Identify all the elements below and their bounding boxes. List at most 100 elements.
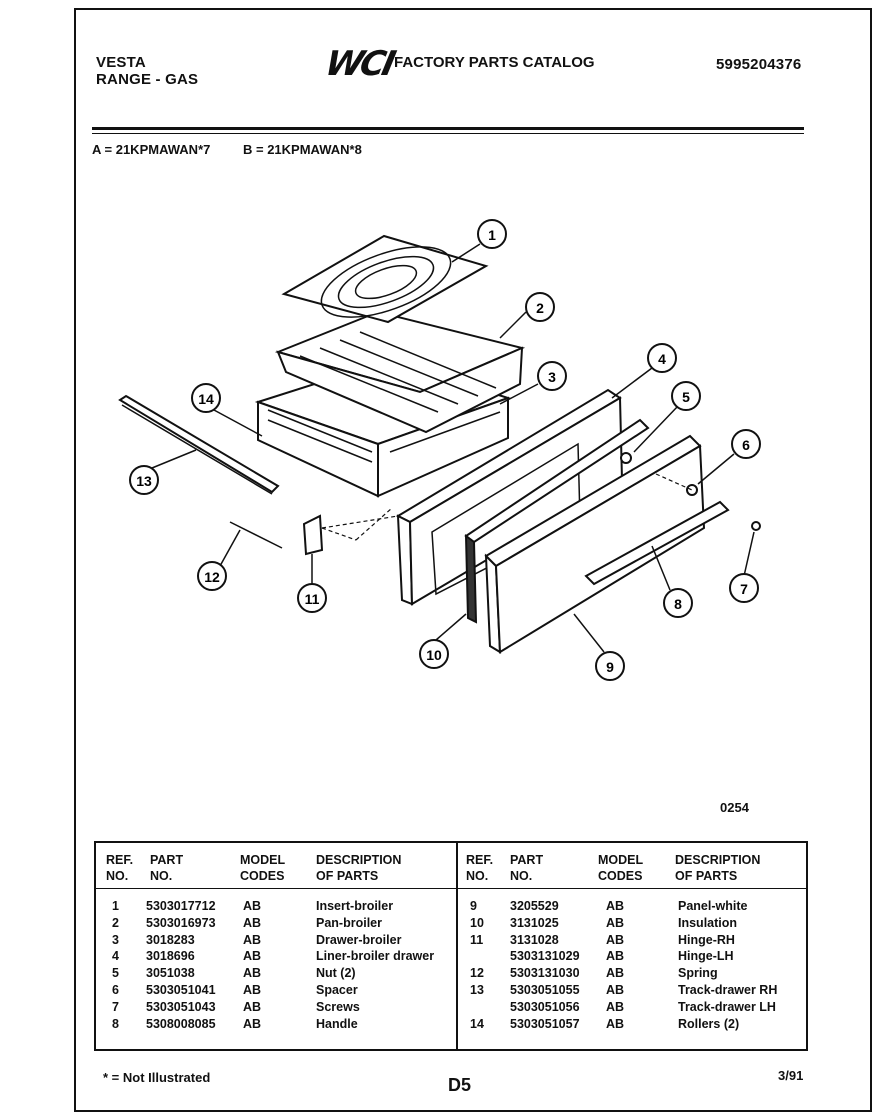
model-a: A = 21KPMAWAN*7: [92, 142, 211, 157]
cell-desc: Insulation: [678, 915, 738, 930]
parts-table-divider: [456, 841, 458, 1051]
catalog-title: FACTORY PARTS CATALOG: [394, 54, 595, 71]
header-ref-right: REF.NO.: [466, 853, 494, 883]
catalog-number: 5995204376: [716, 56, 802, 73]
drawer-panel-part: [484, 434, 706, 654]
svg-text:8: 8: [674, 596, 682, 612]
svg-text:4: 4: [658, 351, 666, 367]
svg-text:10: 10: [426, 647, 442, 663]
cell-part: 3018696: [146, 949, 195, 964]
header-ref: REF.NO.: [106, 853, 134, 883]
cell-desc: Track-drawer RH: [678, 983, 778, 997]
cell-part: 5303051056: [510, 999, 580, 1014]
svg-text:12: 12: [204, 569, 220, 585]
cell-codes: AB: [243, 915, 262, 930]
cell-codes: AB: [606, 932, 625, 947]
cell-ref: 12: [470, 966, 484, 981]
cell-codes: AB: [606, 999, 625, 1014]
cell-codes: AB: [606, 1016, 625, 1031]
cell-desc: Spring: [678, 966, 718, 981]
svg-text:6: 6: [742, 437, 750, 453]
cell-part: 5308008085: [146, 1016, 216, 1031]
cell-desc: Pan-broiler: [316, 915, 382, 930]
cell-desc: Insert-broiler: [316, 899, 394, 913]
svg-text:2: 2: [536, 300, 544, 316]
cell-codes: AB: [243, 1016, 262, 1031]
callout-1: 1: [477, 219, 507, 249]
cell-desc: Drawer-broiler: [316, 932, 402, 947]
svg-text:7: 7: [740, 581, 748, 597]
cell-ref: 14: [470, 1016, 484, 1031]
parts-table: [94, 841, 808, 1051]
cell-desc: Screws: [316, 999, 360, 1014]
parts-table-header-rule: [94, 888, 806, 889]
callout-10: 10: [419, 639, 449, 669]
cell-part: 5303131029: [510, 949, 580, 964]
callout-13: 13: [129, 465, 159, 495]
svg-text:14: 14: [198, 391, 214, 407]
callout-11: 11: [297, 583, 327, 613]
cell-part: 5303051043: [146, 999, 216, 1014]
callout-4: 4: [647, 343, 677, 373]
cell-part: 3018283: [146, 932, 195, 947]
svg-text:13: 13: [136, 473, 152, 489]
product-type: RANGE - GAS: [96, 71, 199, 88]
cell-part: 3051038: [146, 966, 195, 981]
footnote: * = Not Illustrated: [103, 1070, 211, 1085]
cell-part: 3131025: [510, 915, 559, 930]
cell-ref: 7: [112, 999, 119, 1014]
cell-desc: Handle: [316, 1016, 358, 1031]
cell-ref: 2: [112, 915, 119, 930]
cell-codes: AB: [243, 966, 262, 981]
callout-6: 6: [731, 429, 761, 459]
cell-ref: 3: [112, 932, 119, 947]
page-id: D5: [448, 1075, 472, 1095]
callout-7: 7: [729, 573, 759, 603]
cell-codes: AB: [606, 915, 625, 930]
pan-broiler-part: [274, 310, 526, 434]
cell-ref: 4: [112, 949, 119, 964]
wci-logo: WCI: [321, 44, 397, 84]
cell-codes: AB: [243, 999, 262, 1014]
callout-5: 5: [671, 381, 701, 411]
header-rule-top: [92, 127, 804, 130]
cell-desc: Liner-broiler drawer: [316, 949, 435, 964]
cell-codes: AB: [243, 949, 262, 964]
cell-ref: 6: [112, 983, 119, 997]
cell-codes: AB: [243, 899, 262, 913]
callout-3: 3: [537, 361, 567, 391]
cell-part: 3131028: [510, 932, 559, 947]
cell-desc: Nut (2): [316, 966, 356, 981]
svg-text:11: 11: [305, 591, 320, 607]
cell-part: 5303017712: [146, 899, 216, 913]
cell-codes: AB: [606, 966, 625, 981]
cell-codes: AB: [606, 899, 625, 913]
cell-desc: Spacer: [316, 983, 358, 997]
cell-part: 5303131030: [510, 966, 580, 981]
model-b: B = 21KPMAWAN*8: [243, 142, 362, 157]
revision-date: 3/91: [778, 1068, 804, 1083]
cell-ref: 8: [112, 1016, 119, 1031]
cell-part: 5303051057: [510, 1016, 580, 1031]
cell-ref: 10: [470, 915, 484, 930]
cell-ref: 13: [470, 983, 484, 997]
header-rule-bottom: [92, 133, 804, 134]
callout-2: 2: [525, 292, 555, 322]
cell-codes: AB: [606, 983, 625, 997]
hinge-part: [302, 514, 324, 556]
handle-part: [584, 500, 730, 586]
cell-ref: 1: [112, 899, 119, 913]
svg-text:5: 5: [682, 389, 690, 405]
cell-codes: AB: [243, 932, 262, 947]
cell-part: 5303016973: [146, 915, 216, 930]
cell-codes: AB: [243, 983, 262, 997]
callout-14: 14: [191, 383, 221, 413]
